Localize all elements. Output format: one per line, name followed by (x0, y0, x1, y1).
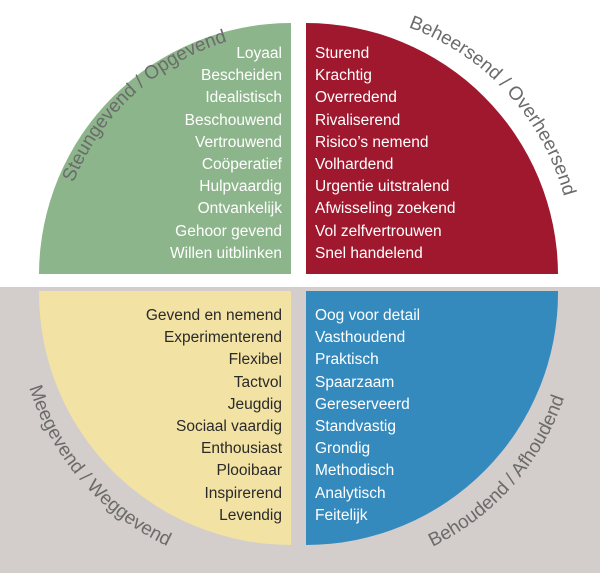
trait-item: Vasthoudend (315, 329, 406, 347)
trait-item: Tactvol (233, 373, 282, 391)
quadrant-top-left (39, 23, 291, 274)
trait-item: Gereserveerd (315, 395, 410, 413)
trait-item: Urgentie uitstralend (315, 178, 450, 196)
quadrant-bottom-right (306, 291, 559, 545)
trait-item: Ontvankelijk (197, 200, 282, 218)
trait-item: Willen uitblinken (170, 244, 282, 262)
traits-bottom-left: Gevend en nemend Experimenterend Flexibe… (146, 305, 282, 527)
trait-item: Idealistisch (205, 89, 282, 107)
traits-top-right: Sturend Krachtig Overredend Rivaliserend… (315, 43, 455, 265)
trait-item: Sociaal vaardig (176, 418, 282, 436)
trait-item: Spaarzaam (315, 373, 395, 391)
trait-item: Gevend en nemend (145, 307, 282, 324)
quadrant-top-right (306, 23, 558, 274)
trait-item: Grondig (315, 440, 371, 458)
trait-item: Bescheiden (200, 67, 282, 85)
trait-item: Methodisch (315, 462, 395, 480)
trait-item: Risico’s nemend (315, 133, 429, 151)
trait-item: Beschouwend (184, 111, 282, 129)
trait-item: Enthousiast (201, 440, 282, 458)
trait-item: Afwisseling zoekend (315, 200, 456, 218)
traits-top-left: Loyaal Bescheiden Idealistisch Beschouwe… (170, 43, 282, 265)
trait-item: Feitelijk (315, 506, 368, 524)
trait-item: Jeugdig (227, 395, 282, 413)
trait-item: Experimenterend (163, 329, 282, 347)
trait-item: Levendig (219, 506, 282, 524)
trait-item: Rivaliserend (315, 111, 401, 129)
trait-item: Plooibaar (216, 462, 283, 480)
trait-item: Praktisch (315, 351, 379, 369)
trait-item: Hulpvaardig (199, 178, 282, 196)
trait-item: Standvastig (315, 418, 396, 436)
trait-item: Coöperatief (201, 156, 282, 174)
trait-item: Gehoor gevend (175, 222, 282, 240)
trait-item: Vertrouwend (194, 133, 282, 151)
trait-item: Krachtig (315, 67, 372, 85)
trait-item: Snel handelend (315, 244, 423, 262)
quadrant-bottom-left (38, 291, 291, 545)
trait-item: Overredend (315, 89, 397, 107)
trait-item: Vol zelfvertrouwen (315, 222, 442, 240)
trait-item: Loyaal (236, 45, 282, 62)
traits-bottom-right: Oog voor detail Vasthoudend Praktisch Sp… (315, 305, 420, 527)
trait-item: Analytisch (315, 484, 386, 502)
trait-item: Flexibel (228, 351, 282, 369)
trait-item: Sturend (315, 45, 370, 62)
trait-item: Inspirerend (204, 484, 282, 502)
trait-item: Volhardend (315, 156, 394, 174)
trait-item: Oog voor detail (315, 307, 421, 324)
